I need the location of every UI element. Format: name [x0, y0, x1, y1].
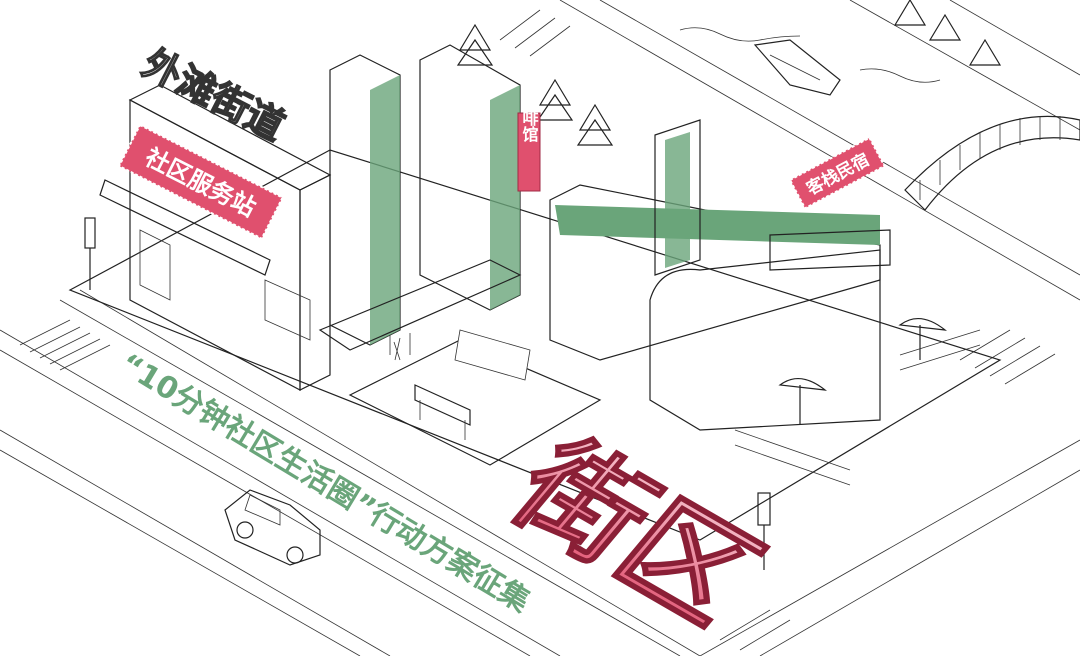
traffic-lights [84, 217, 771, 570]
community-building [99, 84, 332, 391]
community-service-sign: 社区服务站 [117, 123, 284, 240]
slogan: “10分钟社区生活圈”行动方案征集 [114, 347, 537, 620]
logo-letter-2 [549, 119, 891, 431]
slogan-text: “10分钟社区生活圈”行动方案征集 [114, 347, 537, 620]
crosswalk [19, 9, 1056, 651]
district-label-text: 外滩街道 [136, 41, 291, 149]
logo-letter-1 [318, 44, 522, 351]
trees [456, 0, 1002, 146]
inn-sign: 客栈民宿 [788, 136, 886, 210]
planters [389, 329, 531, 381]
bench [414, 384, 471, 440]
boat [753, 39, 841, 96]
district-label: 外滩街道 [135, 40, 292, 150]
outdoor-tables [734, 318, 981, 486]
bridge [904, 115, 1080, 211]
car [224, 489, 321, 566]
block-label: 街区 [484, 417, 786, 648]
river [679, 27, 941, 83]
cafe-sign-text: 咖啡馆 [520, 93, 539, 143]
block-label-text: 街区 [485, 418, 785, 647]
cafe-sign: 咖啡馆 [517, 93, 541, 192]
